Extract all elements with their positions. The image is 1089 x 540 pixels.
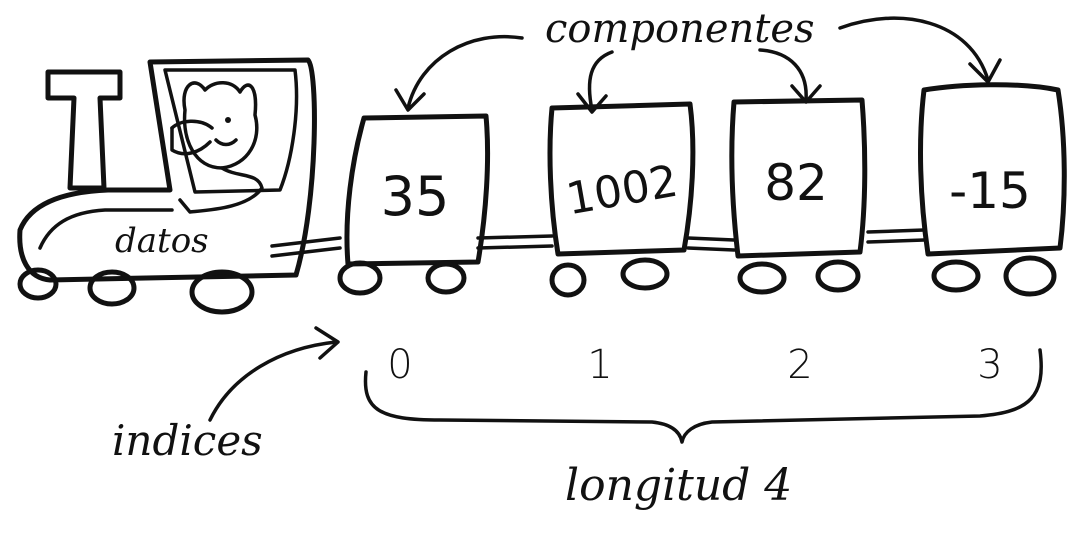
length-label: longitud 4 <box>565 460 792 511</box>
locomotive-wheel <box>87 269 137 307</box>
wagon-wheel <box>549 262 587 298</box>
arrow-icon <box>406 35 524 110</box>
wagon-wheel <box>931 259 981 293</box>
indices-arrow-icon <box>208 340 338 422</box>
locomotive-wheel <box>17 267 59 301</box>
wagon-body <box>918 82 1067 257</box>
locomotive-wheel <box>189 269 255 315</box>
coupling <box>866 228 926 244</box>
wagon-wheel <box>1003 255 1057 297</box>
locomotive-cab-window <box>163 68 299 194</box>
locomotive-body-inner <box>38 208 174 250</box>
length-brace <box>363 348 1043 444</box>
wagon-index: 0 <box>387 342 412 388</box>
wagon-index: 2 <box>787 342 812 388</box>
coupling <box>686 236 736 252</box>
arrow-icon <box>587 50 614 112</box>
coupling <box>270 236 342 258</box>
wagon-value: -15 <box>949 162 1031 220</box>
wagon-3: -15 3 <box>918 82 1067 388</box>
wagon-wheel <box>425 261 467 295</box>
locomotive-body <box>17 57 317 283</box>
wagon-value: 82 <box>764 154 828 212</box>
wagon-value: 1002 <box>563 156 682 226</box>
wagon-2: 82 2 <box>729 97 868 388</box>
wagon-wheel <box>620 257 670 291</box>
arrow-icon <box>838 16 990 82</box>
indices-label: indices <box>112 416 263 465</box>
locomotive-chimney <box>45 69 123 191</box>
wagon-1: 1002 1 <box>547 101 696 388</box>
coupling <box>476 234 554 250</box>
wagon-wheel <box>337 260 383 296</box>
wagon-index: 3 <box>977 342 1002 388</box>
wagon-0: 35 0 <box>337 113 491 388</box>
wagon-body <box>547 101 696 257</box>
components-arrows <box>394 16 1002 114</box>
components-label: componentes <box>545 6 815 52</box>
wagon-wheel <box>737 261 787 295</box>
arrow-icon <box>758 48 808 102</box>
wagon-wheel <box>815 259 861 293</box>
wagon-index: 1 <box>587 342 612 388</box>
locomotive: datos <box>17 57 317 315</box>
wagon-body <box>729 97 868 259</box>
wagon-body <box>344 113 491 267</box>
data-label: datos <box>115 221 209 261</box>
wagon-value: 35 <box>381 165 450 228</box>
cat-icon <box>170 81 264 214</box>
